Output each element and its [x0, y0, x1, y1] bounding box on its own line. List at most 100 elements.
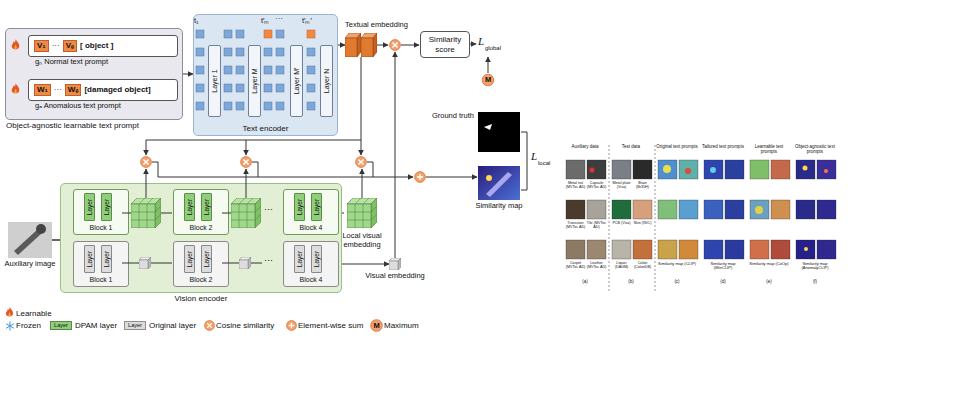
column-header: Test data	[610, 145, 652, 150]
ellipsis: ···	[264, 256, 273, 266]
subfigure-label: (f)	[794, 280, 836, 285]
node-text: Layer 1	[210, 69, 218, 92]
column-header: Learnable text prompts	[748, 145, 790, 155]
anomalous-prompt: W₁···Wₑ[damaged object]gₐ Anomalous text…	[28, 79, 178, 101]
node-text: [damaged object]	[84, 85, 150, 94]
loss-subscript: global	[485, 45, 501, 52]
node-text: Layer N	[322, 69, 330, 94]
auxiliary-image: Auxiliary image	[8, 222, 52, 258]
node-text: Layer	[203, 251, 210, 267]
node-text: Block 2	[174, 224, 228, 232]
node-text: Layer	[103, 199, 110, 215]
token-label: t′ₘ′	[302, 17, 312, 25]
ellipsis: ···	[264, 205, 273, 215]
token-label: t₁	[194, 17, 199, 25]
normal-prompt: V₁···Vₑ[ object ]gₙ Normal text prompt	[28, 35, 178, 57]
image-caption: PCB (Visa)	[611, 221, 632, 225]
map-caption: Similarity map (CLIP)	[656, 262, 698, 266]
image-caption: Colon (ColonDB)	[632, 261, 653, 269]
node-text: ···	[52, 41, 60, 50]
image-caption: Metal plate (Visa)	[611, 181, 632, 189]
node-text: Similarity score	[423, 35, 467, 53]
similarity-map: Similarity map	[478, 166, 520, 200]
original-block: Block 1LayerLayer	[73, 241, 129, 287]
subfigure-label: (b)	[610, 280, 652, 285]
legend-text: Frozen	[16, 320, 41, 331]
node-text: Local visual embedding	[340, 232, 384, 249]
node-text: Layer	[103, 251, 110, 267]
subfigure-label: (e)	[748, 280, 790, 285]
connector	[339, 264, 389, 265]
dpam-layer: Layer	[201, 193, 212, 221]
node-text: Layer M	[250, 68, 258, 93]
node-text: Layer	[86, 251, 93, 267]
ground-truth: Ground truth	[478, 112, 520, 152]
original-layer: Layer	[311, 245, 322, 273]
node-text: Layer	[186, 251, 193, 267]
legend-text: Original layer	[149, 320, 196, 331]
node-text: Layer M′	[292, 68, 300, 95]
node-text: Layer	[313, 199, 320, 215]
node-text: Block 4	[284, 276, 338, 284]
node-text: Layer	[186, 199, 193, 215]
node-text: V₁	[34, 40, 49, 51]
image-caption: Leather (MVTec AD)	[586, 261, 607, 269]
node-text: Layer	[203, 199, 210, 215]
legend-text: Maximum	[384, 320, 419, 331]
node-text: Object-agnostic learnable text prompt	[6, 121, 139, 130]
image-caption: Brain (Br35H)	[632, 181, 653, 189]
maximum-symbol: M	[370, 319, 383, 332]
image-caption: Liquor (DAGM)	[611, 261, 632, 269]
local-visual-embedding: Local visual embedding	[344, 196, 380, 230]
original-layer: Layer	[201, 245, 212, 273]
prompt-panel: Object-agnostic learnable text promptV₁·…	[5, 28, 183, 120]
node-text: Block 4	[284, 224, 338, 232]
node-text: Ground truth	[432, 112, 474, 121]
image-caption: Skin (ISIC)	[632, 221, 653, 225]
node-text: W₁	[34, 84, 51, 95]
dpam-layer: Layer	[294, 193, 305, 221]
text-encoder: Text encoderLayer 1Layer MLayer M′Layer …	[193, 14, 338, 136]
visual-embedding: Visual embedding	[389, 258, 401, 270]
dpam-layer: Layer	[101, 193, 112, 221]
loss-symbol: L	[478, 35, 484, 47]
node-text: Layer	[86, 199, 93, 215]
node-text: Vision encoder	[61, 294, 341, 303]
node-text: Auxiliary image	[5, 260, 56, 269]
column-header: Object-agnostic text prompts	[794, 145, 836, 155]
vision-encoder: Vision encoderBlock 1LayerLayerBlock 2La…	[60, 183, 342, 293]
node-text: Block 1	[74, 224, 128, 232]
node-text: ···	[54, 85, 62, 94]
node-text: gₐ Anomalous text prompt	[35, 102, 121, 111]
node-text: Textual embedding	[345, 21, 408, 30]
node-text: Layer	[313, 251, 320, 267]
textual-embedding: Textual embedding	[345, 33, 377, 57]
dpam-block: Block 2 Layer Layer	[173, 189, 229, 235]
legend-text: DPAM layer	[75, 320, 117, 331]
encoder-layer: Layer M	[248, 45, 261, 117]
encoder-layer: Layer N	[320, 45, 333, 117]
encoder-layer: Layer 1	[208, 45, 221, 117]
dpam-block: Block 4 Layer Layer	[283, 189, 339, 235]
original-layer: Layer	[84, 245, 95, 273]
map-caption: Similarity map (CoOp)	[748, 262, 790, 266]
original-layer: Layer	[184, 245, 195, 273]
loss-symbol: L	[531, 150, 537, 162]
original-block: Block 4 Layer Layer	[283, 241, 339, 287]
dpam-layer: Layer	[184, 193, 195, 221]
original-layer: Layer	[294, 245, 305, 273]
image-caption: Transistor (MVTec AD)	[565, 221, 586, 229]
node-text: Wₑ	[65, 84, 82, 95]
subfigure-label: (a)	[564, 280, 606, 285]
connector	[183, 74, 193, 75]
dpam-layer: Layer	[311, 193, 322, 221]
legend-text: Learnable	[16, 308, 52, 319]
dpam-layer: Layer	[84, 193, 95, 221]
node-text: Visual embedding	[365, 272, 425, 281]
node-text: gₙ Normal text prompt	[35, 58, 108, 67]
node-text: Block 2	[174, 276, 228, 284]
column-header: Auxiliary data	[564, 145, 606, 150]
dpam-block: Block 1 Layer Layer	[73, 189, 129, 235]
map-caption: Similarity map (AnomalyCLIP)	[794, 262, 836, 271]
image-caption: Metal nut (MVTec AD)	[565, 181, 586, 189]
